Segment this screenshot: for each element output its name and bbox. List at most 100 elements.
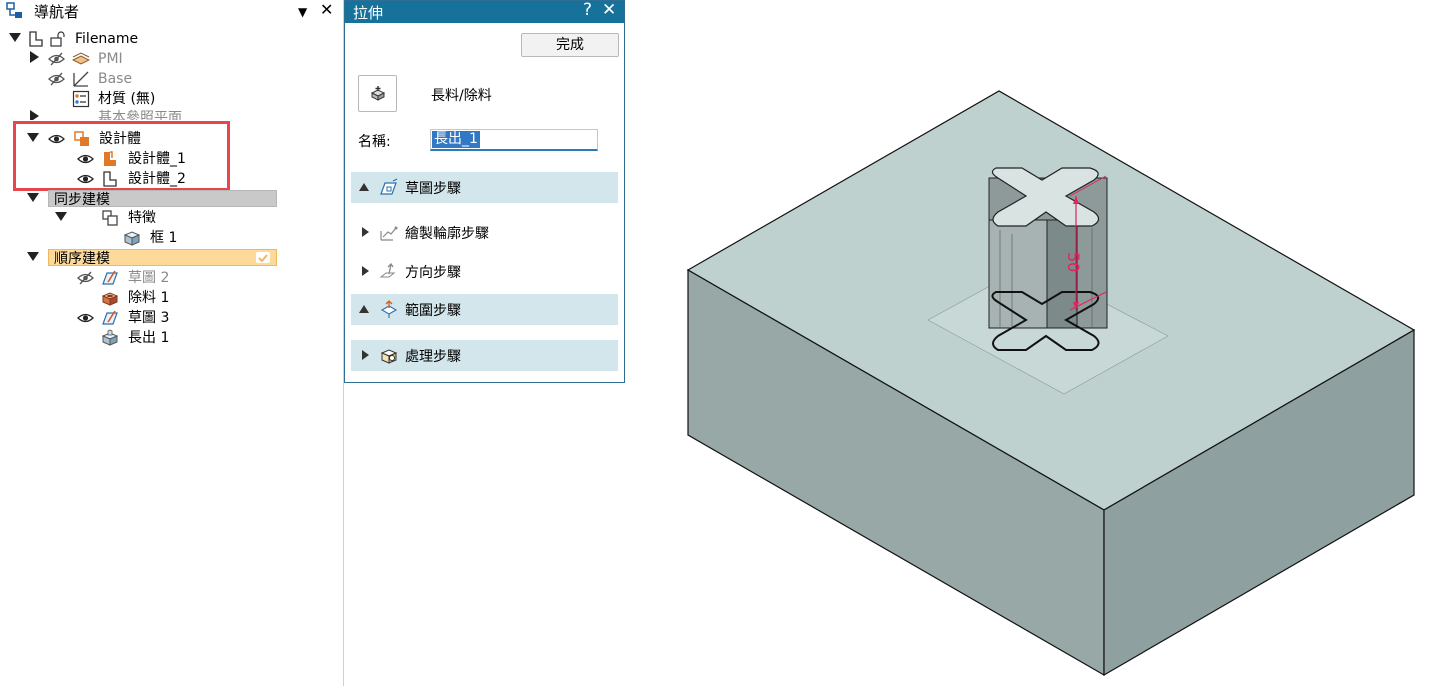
collapse-arrow-icon[interactable] <box>27 252 39 261</box>
done-button[interactable]: 完成 <box>521 33 619 57</box>
navigator-close-button[interactable]: ✕ <box>320 0 334 19</box>
collapse-step-icon[interactable] <box>359 305 369 313</box>
box-right-face[interactable] <box>1103 328 1415 677</box>
tree-item-cut-1[interactable]: 除料 1 <box>0 288 340 308</box>
sketch-icon <box>101 309 119 327</box>
step-label: 處理步驟 <box>405 349 461 365</box>
tree-item-label: 同步建模 <box>54 192 110 208</box>
tree-item-label: 框 1 <box>150 230 178 246</box>
step-extent[interactable]: 範圍步驟 <box>351 294 618 325</box>
expand-step-icon[interactable] <box>362 227 369 237</box>
tree-item-label: 設計體_1 <box>128 151 186 167</box>
hidden-eye-icon[interactable] <box>77 271 94 285</box>
collapse-arrow-icon[interactable] <box>55 212 67 221</box>
tree-item-label: 基本參照平面 <box>98 110 182 120</box>
eye-icon[interactable] <box>48 132 65 146</box>
features-icon <box>101 209 119 227</box>
tree-item-label: 順序建模 <box>54 251 110 267</box>
extrude-icon <box>101 329 119 347</box>
pmi-icon <box>71 50 91 68</box>
navigator-icon <box>6 2 24 20</box>
tree-item-label: 設計體_2 <box>128 171 186 187</box>
highlight-box <box>13 121 230 191</box>
direction-icon <box>379 262 399 281</box>
collapse-arrow-icon[interactable] <box>9 33 21 42</box>
step-label: 範圍步驟 <box>405 303 461 319</box>
extruded-cross[interactable] <box>988 167 1108 351</box>
navigator-header: 導航者 ▼ ✕ <box>0 0 344 22</box>
ordered-modeling-bar[interactable]: 順序建模 <box>48 249 277 267</box>
sketch-icon <box>101 269 119 287</box>
tree-item-label: 除料 1 <box>128 290 170 306</box>
sketch-plane-icon <box>379 178 399 197</box>
expand-arrow-icon[interactable] <box>30 51 39 63</box>
collapse-step-icon[interactable] <box>359 183 369 191</box>
eye-icon[interactable] <box>77 311 94 325</box>
step-treatment[interactable]: 處理步驟 <box>351 340 618 371</box>
tree-item-label: 草圖 3 <box>128 310 170 326</box>
dialog-title: 拉伸 <box>353 4 384 22</box>
extent-icon <box>379 300 399 319</box>
expand-arrow-icon[interactable] <box>30 110 39 120</box>
add-material-icon <box>369 85 387 107</box>
collapse-arrow-icon[interactable] <box>27 133 39 142</box>
tree-item-label: Base <box>98 71 133 87</box>
step-label: 繪製輪廓步驟 <box>405 226 489 242</box>
tree-item-design-body[interactable]: 設計體 <box>0 129 340 149</box>
extrude-dialog: 拉伸 ? ✕ 完成 長料/除料 名稱: 長出_1 草圖步驟 繪製輪廓步驟 方向步… <box>344 0 625 383</box>
tree-item-box-1[interactable]: 框 1 <box>0 228 340 248</box>
hidden-eye-icon[interactable] <box>48 72 65 86</box>
sync-modeling-bar[interactable]: 同步建模 <box>48 190 277 208</box>
lock-icon <box>49 30 67 48</box>
step-draw-profile[interactable]: 繪製輪廓步驟 <box>351 217 618 248</box>
tree-item-sketch-2[interactable]: 草圖 2 <box>0 268 340 288</box>
cut-icon <box>101 289 119 307</box>
hidden-eye-icon[interactable] <box>48 52 65 66</box>
collapse-arrow-icon[interactable] <box>27 193 39 202</box>
tree-item-extrude-1[interactable]: 長出 1 <box>0 328 340 348</box>
tree-item-features[interactable]: 特徵 <box>0 208 340 228</box>
tree-item-design-body-1[interactable]: 設計體_1 <box>0 149 340 169</box>
tree-item-filename[interactable]: Filename <box>0 29 340 49</box>
box-icon <box>123 229 141 247</box>
tree-item-material[interactable]: 材質 (無) <box>0 89 340 109</box>
dialog-close-button[interactable]: ✕ <box>602 0 617 20</box>
tree-item-label: Filename <box>75 31 139 47</box>
dimension-value[interactable]: 50 <box>1064 252 1083 272</box>
navigator-title: 導航者 <box>34 3 80 21</box>
step-label: 草圖步驟 <box>405 181 461 197</box>
expand-step-icon[interactable] <box>362 350 369 360</box>
name-field-value: 長出_1 <box>432 131 480 148</box>
expand-step-icon[interactable] <box>362 266 369 276</box>
step-direction[interactable]: 方向步驟 <box>351 256 618 287</box>
tree-item-sync-modeling[interactable]: 同步建模 <box>0 189 340 209</box>
body-icon <box>101 150 119 168</box>
step-sketch[interactable]: 草圖步驟 <box>351 172 618 203</box>
tree-item-label: 材質 (無) <box>98 91 156 107</box>
eye-icon[interactable] <box>77 152 94 166</box>
tree-item-ordered-modeling[interactable]: 順序建模 <box>0 248 340 268</box>
design-body-icon <box>73 130 91 148</box>
pin-dropdown-button[interactable]: ▼ <box>298 5 308 19</box>
tree-item-design-body-2[interactable]: 設計體_2 <box>0 169 340 189</box>
dialog-title-bar[interactable]: 拉伸 ? ✕ <box>345 0 624 23</box>
rollback-check-icon[interactable] <box>256 252 270 263</box>
tree-item-label: 長出 1 <box>128 330 170 346</box>
model-view[interactable]: 50 <box>626 0 1440 686</box>
tree-item-base[interactable]: Base <box>0 69 340 89</box>
material-table-icon <box>72 90 90 108</box>
body-outline-icon <box>101 170 119 188</box>
height-dimension[interactable]: 50 <box>1064 175 1107 311</box>
add-remove-mode-button[interactable] <box>358 75 397 112</box>
draw-profile-icon <box>379 223 399 242</box>
navigator-panel: 導航者 ▼ ✕ Filename PMI Base <box>0 0 344 686</box>
eye-icon[interactable] <box>77 172 94 186</box>
tree-item-pmi[interactable]: PMI <box>0 49 340 69</box>
name-field[interactable]: 長出_1 <box>430 129 598 151</box>
graphics-viewport[interactable]: 50 <box>626 0 1440 686</box>
tree-item-label: PMI <box>98 51 123 67</box>
tree-item-sketch-3[interactable]: 草圖 3 <box>0 308 340 328</box>
help-button[interactable]: ? <box>583 0 593 20</box>
part-icon <box>27 30 45 48</box>
tree-item-base-planes[interactable]: 基本參照平面 <box>0 108 340 120</box>
